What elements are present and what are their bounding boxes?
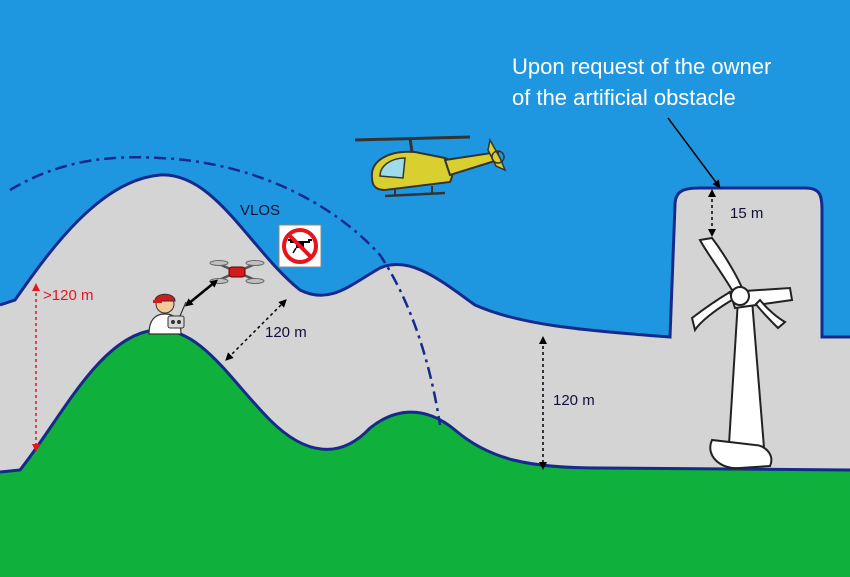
vlos-range-arc bbox=[9, 155, 442, 426]
over-120-label: >120 m bbox=[43, 287, 93, 304]
wind-turbine-icon bbox=[690, 236, 794, 470]
annotation-pointer bbox=[667, 117, 721, 189]
valley-120-label: 120 m bbox=[553, 392, 595, 409]
terrain bbox=[0, 329, 850, 577]
vlos-label: VLOS bbox=[240, 202, 280, 219]
annotation-line-1: Upon request of the owner bbox=[512, 54, 771, 79]
pilot-icon bbox=[148, 293, 187, 335]
obstacle-15-label: 15 m bbox=[730, 205, 763, 222]
slope-120-label: 120 m bbox=[265, 324, 307, 341]
airspace-limit-outline bbox=[0, 173, 850, 339]
pilot-drone-link bbox=[184, 279, 219, 307]
slope-120-measure-line bbox=[225, 299, 287, 361]
helicopter-icon bbox=[354, 135, 507, 198]
terrain-outline bbox=[0, 328, 850, 474]
no-drone-sign-icon bbox=[278, 224, 322, 268]
annotation-line-2: of the artificial obstacle bbox=[512, 85, 736, 110]
